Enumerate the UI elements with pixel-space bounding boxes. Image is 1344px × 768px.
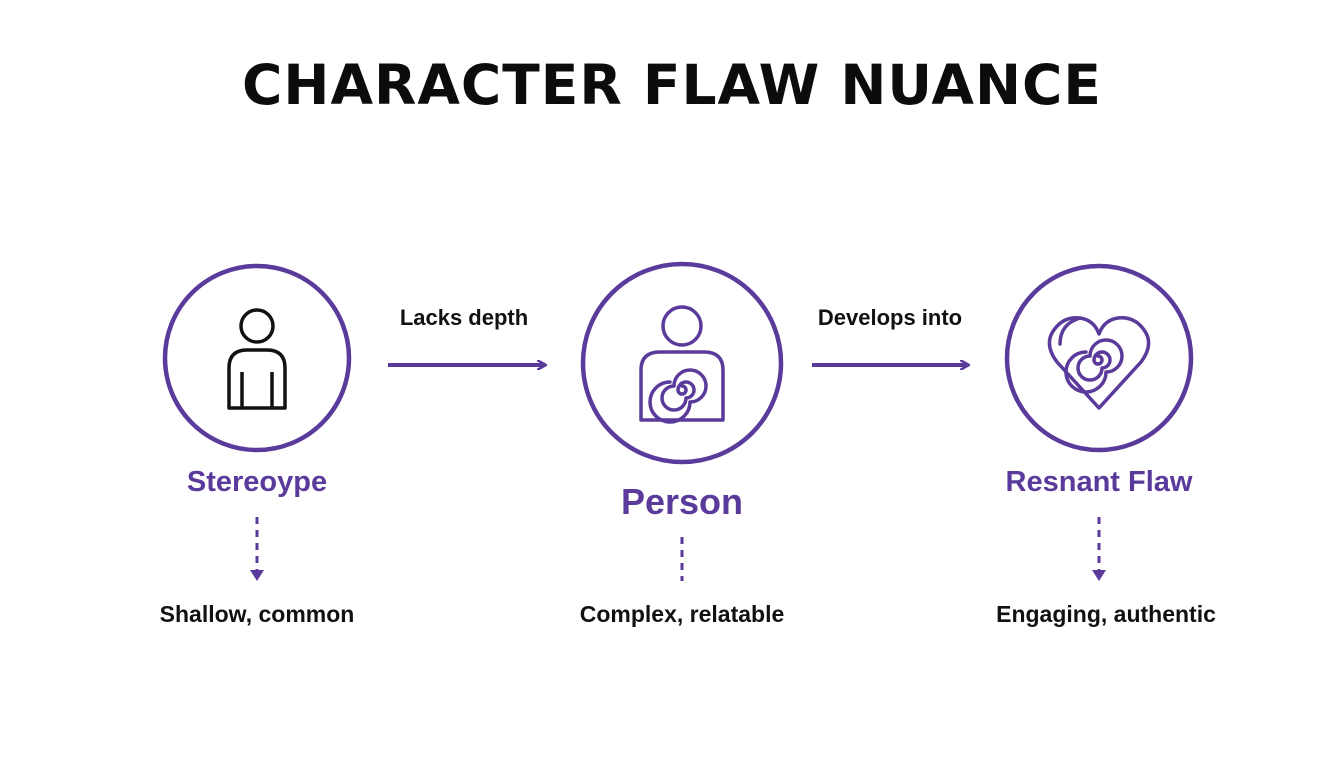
node-description-stereotype: Shallow, common <box>159 601 355 627</box>
resonant-flaw-node-circle <box>1004 263 1194 453</box>
node-label-stereotype: Stereoype <box>186 466 328 498</box>
node-description-person: Complex, relatable <box>579 601 785 627</box>
stereotype-connector-arrowhead <box>250 570 264 581</box>
edge-label-lacks-depth: Lacks depth <box>399 305 529 330</box>
person-outline-icon <box>227 308 287 410</box>
node-description-resonant-flaw: Engaging, authentic <box>996 601 1216 627</box>
node-label-resonant-flaw: Resnant Flaw <box>1005 466 1193 498</box>
stereotype-node-circle <box>162 263 352 453</box>
page-title: CHARACTER FLAW NUANCE <box>242 53 1102 117</box>
heart-spiral-icon <box>1047 316 1151 410</box>
edge-label-develops-into: Develops into <box>817 305 963 330</box>
node-label-person: Person <box>620 481 744 522</box>
person-node-circle <box>580 261 784 465</box>
person-spiral-icon <box>639 305 725 424</box>
resonant-flaw-connector-arrowhead <box>1092 570 1106 581</box>
